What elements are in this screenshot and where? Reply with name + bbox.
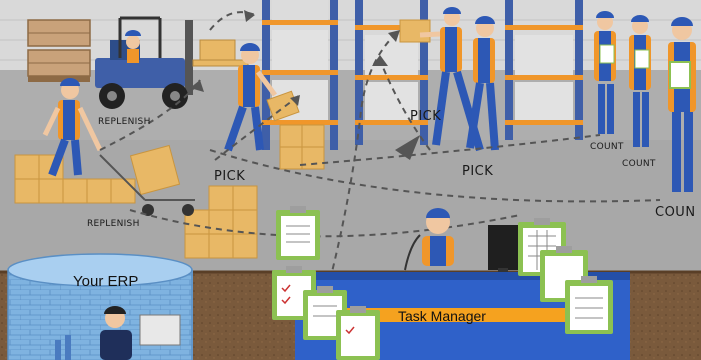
- label-count-2: COUNT: [622, 159, 656, 169]
- worker-pick-left: [224, 43, 278, 152]
- worker-pick-mid: [419, 7, 484, 152]
- workflow-arrowheads: [190, 10, 420, 160]
- pallet-stack-topleft: [27, 19, 91, 82]
- forklift: [95, 16, 249, 109]
- erp-database: [7, 253, 193, 360]
- clipboard-group: [272, 206, 613, 360]
- label-replenish-bottom: REPLENISH: [87, 219, 140, 229]
- worker-replenish: [42, 78, 103, 177]
- rack-right: [505, 0, 583, 140]
- task-manager-label: Task Manager: [398, 308, 486, 324]
- label-replenish-top: REPLENISH: [98, 117, 151, 127]
- label-pick-left: PICK: [214, 169, 245, 184]
- label-pick-right: PICK: [462, 164, 493, 179]
- trolley: [99, 154, 195, 216]
- worker-count-2: [629, 15, 651, 147]
- clipboard-icon: [565, 276, 613, 334]
- label-count-1: COUNT: [590, 142, 624, 152]
- label-pick-mid: PICK: [410, 109, 441, 124]
- clipboard-icon: [336, 306, 380, 360]
- clipboard-icon: [276, 206, 320, 260]
- erp-label: Your ERP: [73, 273, 138, 290]
- worker-count-1: [594, 11, 616, 134]
- rack-center: [355, 0, 428, 145]
- worker-pick-right: [466, 16, 499, 151]
- worker-count-3: [668, 17, 696, 192]
- label-count-3: COUN: [655, 205, 696, 220]
- box-stacks: [14, 19, 431, 259]
